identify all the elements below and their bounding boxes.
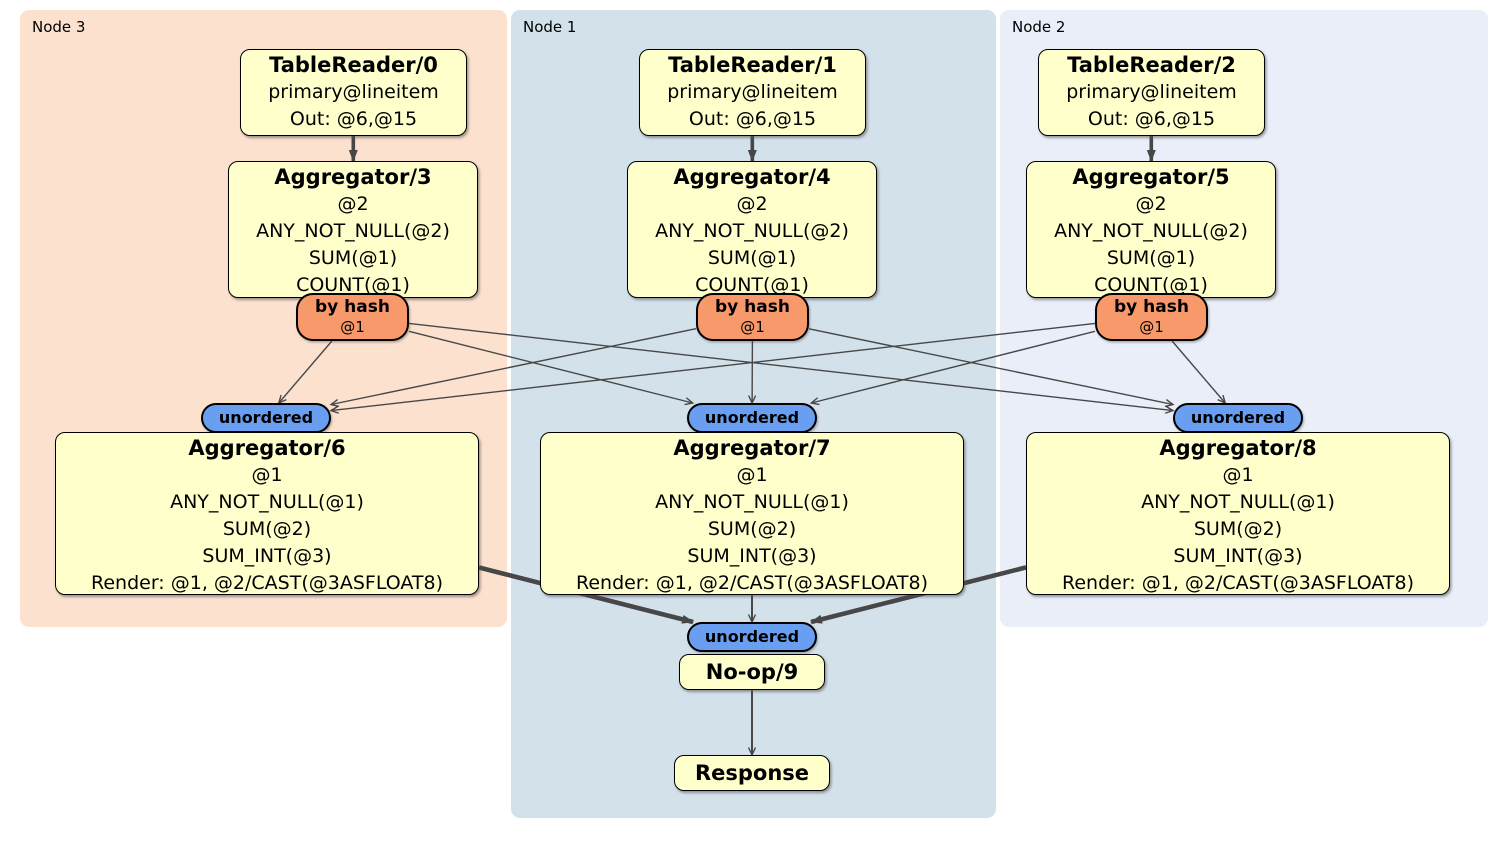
- region-node-2-label: Node 2: [1012, 18, 1066, 36]
- processor-line: primary@lineitem: [667, 81, 838, 103]
- processor-line: COUNT(@1): [1094, 274, 1208, 296]
- processor-line: SUM(@1): [308, 247, 398, 269]
- router-detail: @1: [740, 318, 765, 336]
- processor-line: SUM_INT(@3): [202, 545, 332, 567]
- processor-title: Aggregator/4: [673, 165, 831, 189]
- processor-line: Render: @1, @2/CAST(@3ASFLOAT8): [91, 572, 443, 594]
- processor-line: SUM_INT(@3): [687, 545, 817, 567]
- processor-response: Response: [674, 755, 830, 791]
- processor-line: SUM(@2): [1193, 518, 1283, 540]
- sync-unordered-9: unordered: [687, 622, 817, 652]
- processor-line: ANY_NOT_NULL(@2): [1054, 220, 1248, 242]
- processor-line: SUM(@2): [707, 518, 797, 540]
- processor-tablereader-2: TableReader/2 primary@lineitem Out: @6,@…: [1038, 49, 1265, 136]
- processor-line: primary@lineitem: [268, 81, 439, 103]
- processor-aggregator-7: Aggregator/7 @1 ANY_NOT_NULL(@1) SUM(@2)…: [540, 432, 964, 595]
- router-label: by hash: [1114, 297, 1189, 317]
- router-label: by hash: [715, 297, 790, 317]
- router-label: by hash: [315, 297, 390, 317]
- processor-line: Out: @6,@15: [688, 108, 817, 130]
- processor-line: @2: [337, 193, 369, 215]
- sync-unordered-7: unordered: [687, 403, 817, 433]
- processor-tablereader-1: TableReader/1 primary@lineitem Out: @6,@…: [639, 49, 866, 136]
- processor-line: Out: @6,@15: [289, 108, 418, 130]
- processor-line: SUM(@1): [707, 247, 797, 269]
- processor-title: Aggregator/6: [188, 436, 346, 460]
- processor-aggregator-5: Aggregator/5 @2 ANY_NOT_NULL(@2) SUM(@1)…: [1026, 161, 1276, 298]
- processor-line: primary@lineitem: [1066, 81, 1237, 103]
- processor-title: No-op/9: [705, 659, 799, 684]
- processor-line: ANY_NOT_NULL(@1): [170, 491, 364, 513]
- processor-line: ANY_NOT_NULL(@1): [655, 491, 849, 513]
- processor-line: ANY_NOT_NULL(@1): [1141, 491, 1335, 513]
- processor-title: TableReader/1: [668, 53, 837, 77]
- processor-line: SUM(@1): [1106, 247, 1196, 269]
- processor-line: SUM(@2): [222, 518, 312, 540]
- router-by-hash-4: by hash @1: [696, 293, 809, 341]
- processor-line: @1: [251, 464, 283, 486]
- router-by-hash-5: by hash @1: [1095, 293, 1208, 341]
- processor-line: Render: @1, @2/CAST(@3ASFLOAT8): [576, 572, 928, 594]
- router-detail: @1: [340, 318, 365, 336]
- processor-line: @2: [1135, 193, 1167, 215]
- processor-line: ANY_NOT_NULL(@2): [655, 220, 849, 242]
- processor-aggregator-6: Aggregator/6 @1 ANY_NOT_NULL(@1) SUM(@2)…: [55, 432, 479, 595]
- processor-title: Response: [694, 760, 810, 785]
- processor-noop-9: No-op/9: [679, 654, 825, 690]
- processor-line: @1: [736, 464, 768, 486]
- processor-title: Aggregator/5: [1072, 165, 1230, 189]
- router-by-hash-3: by hash @1: [296, 293, 409, 341]
- processor-line: SUM_INT(@3): [1173, 545, 1303, 567]
- processor-line: @1: [1222, 464, 1254, 486]
- processor-line: Out: @6,@15: [1087, 108, 1216, 130]
- processor-title: Aggregator/8: [1159, 436, 1317, 460]
- processor-line: COUNT(@1): [695, 274, 809, 296]
- processor-line: COUNT(@1): [296, 274, 410, 296]
- processor-line: Render: @1, @2/CAST(@3ASFLOAT8): [1062, 572, 1414, 594]
- processor-tablereader-0: TableReader/0 primary@lineitem Out: @6,@…: [240, 49, 467, 136]
- processor-aggregator-3: Aggregator/3 @2 ANY_NOT_NULL(@2) SUM(@1)…: [228, 161, 478, 298]
- processor-title: TableReader/2: [1067, 53, 1236, 77]
- processor-line: @2: [736, 193, 768, 215]
- router-detail: @1: [1139, 318, 1164, 336]
- sync-unordered-8: unordered: [1173, 403, 1303, 433]
- processor-aggregator-8: Aggregator/8 @1 ANY_NOT_NULL(@1) SUM(@2)…: [1026, 432, 1450, 595]
- processor-line: ANY_NOT_NULL(@2): [256, 220, 450, 242]
- processor-title: Aggregator/3: [274, 165, 432, 189]
- processor-title: TableReader/0: [269, 53, 438, 77]
- sync-unordered-6: unordered: [201, 403, 331, 433]
- region-node-3-label: Node 3: [32, 18, 86, 36]
- processor-aggregator-4: Aggregator/4 @2 ANY_NOT_NULL(@2) SUM(@1)…: [627, 161, 877, 298]
- region-node-1-label: Node 1: [523, 18, 577, 36]
- processor-title: Aggregator/7: [673, 436, 831, 460]
